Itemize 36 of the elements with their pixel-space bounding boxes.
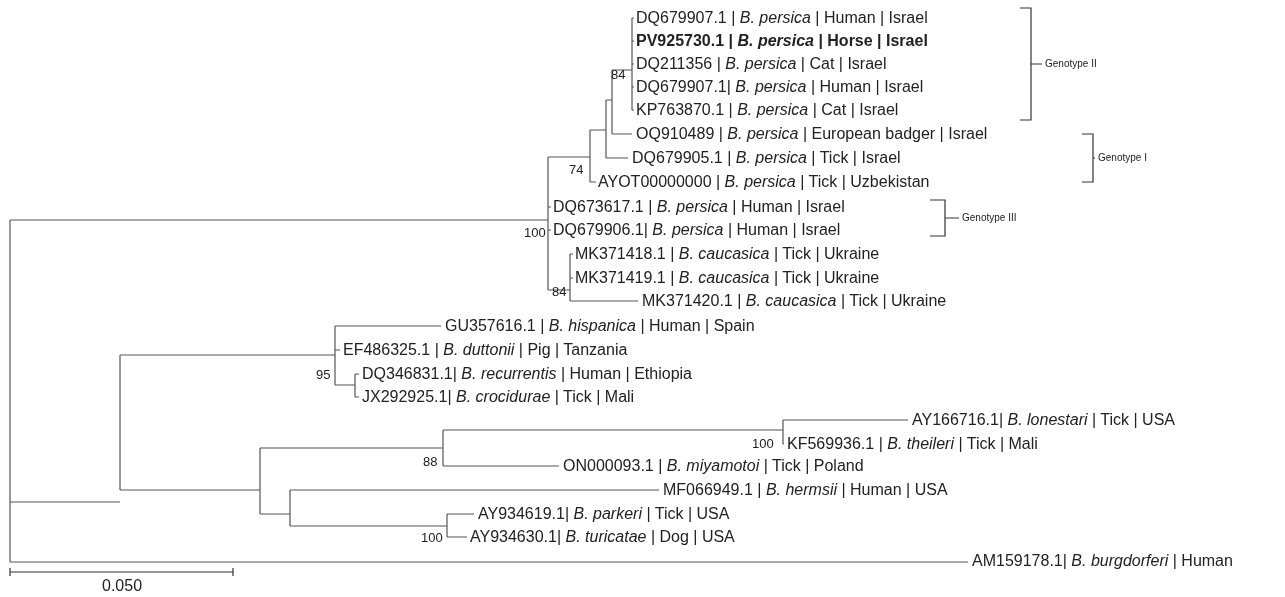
taxon-label: AY934619.1| B. parkeri | Tick | USA	[478, 505, 730, 523]
taxon-label: GU357616.1 | B. hispanica | Human | Spain	[445, 317, 755, 335]
taxon-label: MK371418.1 | B. caucasica | Tick | Ukraine	[575, 245, 880, 263]
clade-label: Genotype II	[1045, 57, 1097, 71]
taxon-label: MK371419.1 | B. caucasica | Tick | Ukraine	[575, 269, 880, 287]
bootstrap-value: 100	[421, 529, 443, 547]
taxon-label: ON000093.1 | B. miyamotoi | Tick | Poland	[563, 457, 864, 475]
taxon-label: MK371420.1 | B. caucasica | Tick | Ukraine	[642, 292, 947, 310]
taxon-label: DQ679906.1| B. persica | Human | Israel	[553, 221, 841, 239]
bootstrap-value: 100	[752, 435, 774, 453]
taxon-label: DQ211356 | B. persica | Cat | Israel	[636, 55, 887, 73]
taxon-label: KP763870.1 | B. persica | Cat | Israel	[636, 101, 899, 119]
taxon-label: DQ679907.1 | B. persica | Human | Israel	[636, 9, 928, 27]
bootstrap-value: 84	[611, 66, 626, 84]
taxon-label: DQ679907.1| B. persica | Human | Israel	[636, 78, 924, 96]
taxon-label: JX292925.1| B. crocidurae | Tick | Mali	[362, 388, 635, 406]
taxon-label: AM159178.1| B. burgdorferi | Human	[972, 552, 1233, 570]
taxon-label: OQ910489 | B. persica | European badger | Israel	[636, 125, 988, 143]
bootstrap-value: 95	[316, 366, 331, 384]
taxon-label: DQ673617.1 | B. persica | Human | Israel	[553, 198, 845, 216]
taxon-label: AYOT00000000 | B. persica | Tick | Uzbekistan	[598, 173, 930, 191]
taxon-label: DQ679905.1 | B. persica | Tick | Israel	[632, 149, 901, 167]
taxon-label: AY166716.1| B. lonestari | Tick | USA	[912, 411, 1175, 429]
taxon-label: PV925730.1 | B. persica | Horse | Israel	[636, 32, 928, 50]
bootstrap-value: 88	[423, 453, 438, 471]
taxon-label: KF569936.1 | B. theileri | Tick | Mali	[787, 435, 1038, 453]
clade-label: Genotype I	[1098, 151, 1147, 165]
clade-label: Genotype III	[962, 211, 1017, 225]
scale-label: 0.050	[102, 577, 143, 595]
taxon-label: AY934630.1| B. turicatae | Dog | USA	[470, 528, 735, 546]
taxon-label: DQ346831.1| B. recurrentis | Human | Ethiopia	[362, 365, 692, 383]
bootstrap-value: 74	[569, 161, 584, 179]
bootstrap-value: 100	[524, 224, 546, 242]
taxon-label: MF066949.1 | B. hermsii | Human | USA	[663, 481, 948, 499]
taxon-label: EF486325.1 | B. duttonii | Pig | Tanzania	[343, 341, 628, 359]
bootstrap-value: 84	[552, 283, 567, 301]
